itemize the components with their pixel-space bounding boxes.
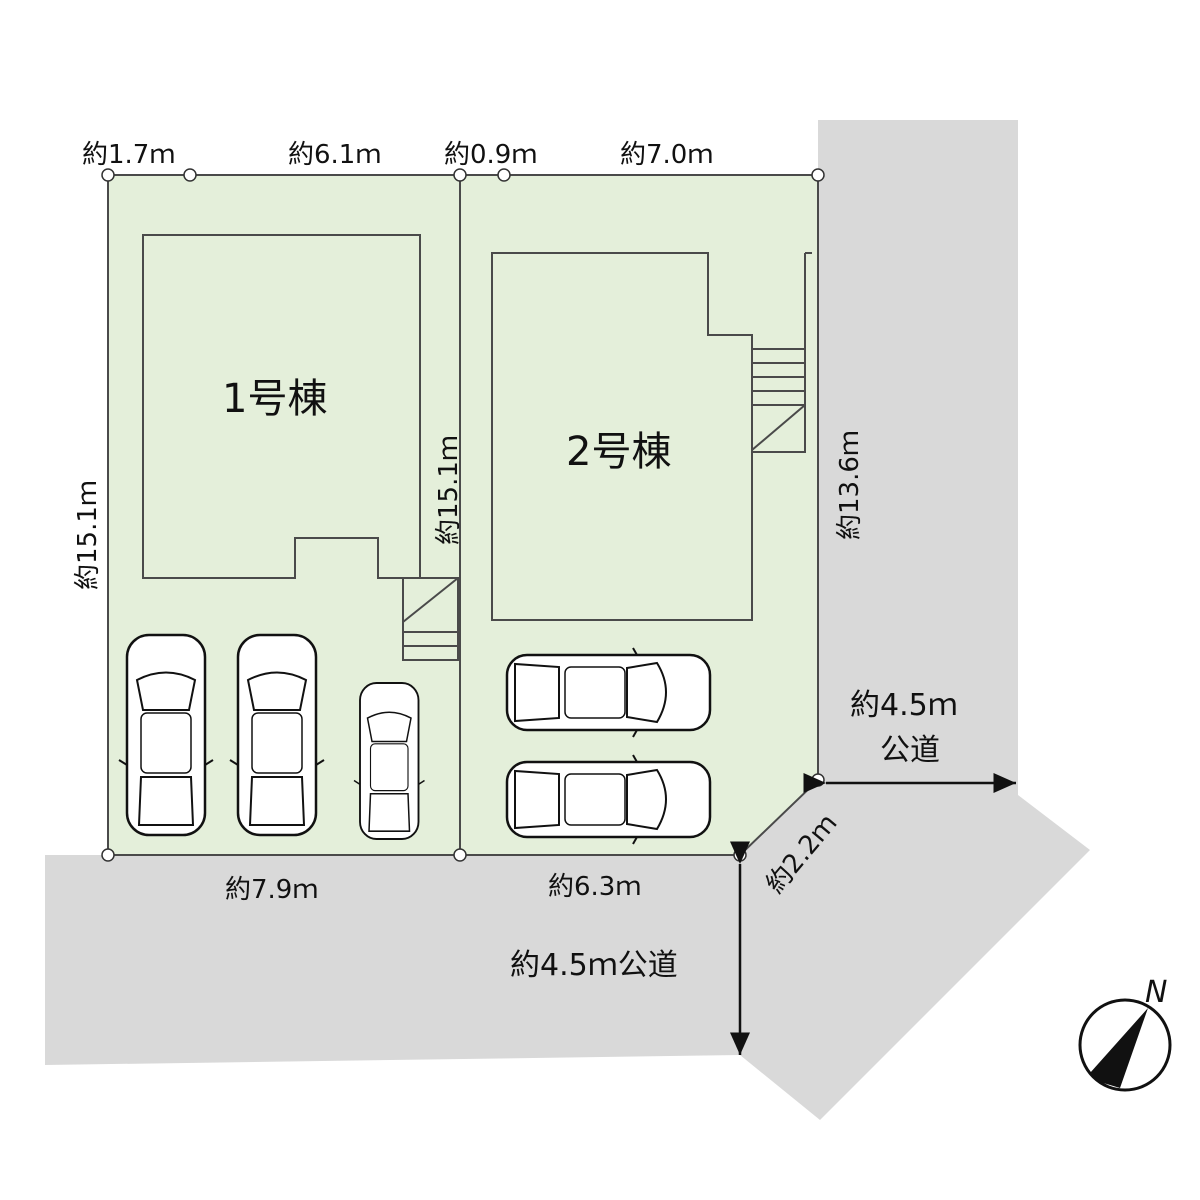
dim-middle: 約15.1ｍ (434, 435, 464, 545)
public-road (45, 120, 1090, 1120)
dim-top-1: 約1.7ｍ (82, 140, 175, 170)
dim-top-3: 約0.9ｍ (444, 140, 537, 170)
compass-north-label: N (1145, 975, 1167, 1010)
dim-top-4: 約7.0ｍ (620, 140, 713, 170)
building-2-label: 2号棟 (566, 429, 671, 475)
house-2-outline (491, 252, 753, 621)
dim-top-2: 約6.1ｍ (288, 140, 381, 170)
parking-car (228, 633, 326, 837)
house-1-stairs (402, 577, 459, 661)
east-road-type: 公道 (880, 733, 940, 768)
north-compass-icon: N (1078, 975, 1172, 1092)
dim-left: 約15.1ｍ (73, 480, 103, 590)
house-2-stairs (751, 252, 812, 453)
south-road-label: 約4.5ｍ公道 (510, 948, 678, 983)
dim-right: 約13.6ｍ (835, 430, 865, 540)
house-1-outline (142, 234, 421, 579)
parking-car (117, 633, 215, 837)
building-1-label: 1号棟 (222, 376, 327, 422)
dim-bottom-2: 約6.3ｍ (548, 872, 641, 902)
parking-car-small (353, 682, 426, 840)
parking-car (505, 646, 712, 739)
dim-bottom-1: 約7.9ｍ (225, 875, 318, 905)
east-road-width: 約4.5ｍ (850, 688, 958, 723)
parking-car (505, 753, 712, 846)
